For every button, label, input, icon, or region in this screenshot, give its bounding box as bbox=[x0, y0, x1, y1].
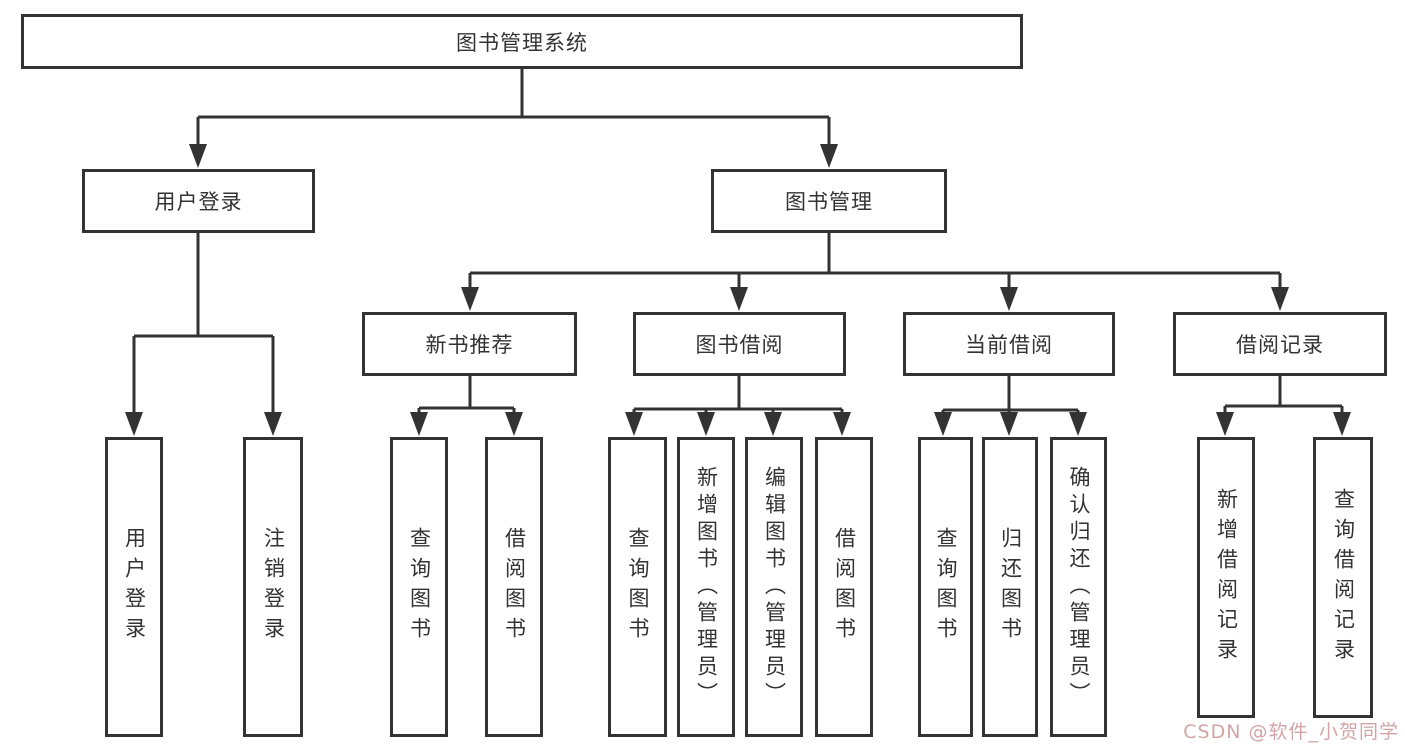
node-book-borrow: 图书借阅 bbox=[633, 312, 846, 376]
node-new-book-recommend: 新书推荐 bbox=[362, 312, 577, 376]
leaf-newbook-query: 查询图书 bbox=[390, 437, 448, 737]
node-book-management: 图书管理 bbox=[711, 169, 947, 233]
leaf-user-login: 用户登录 bbox=[105, 437, 163, 737]
node-root: 图书管理系统 bbox=[21, 14, 1023, 69]
leaf-bookborrow-edit-admin: 编辑图书（管理员） bbox=[745, 437, 803, 737]
leaf-bookborrow-query: 查询图书 bbox=[608, 437, 667, 737]
leaf-current-return: 归还图书 bbox=[982, 437, 1038, 737]
leaf-logout-login: 注销登录 bbox=[243, 437, 303, 737]
node-user-login: 用户登录 bbox=[82, 169, 315, 233]
node-current-borrow: 当前借阅 bbox=[903, 312, 1115, 376]
leaf-current-query: 查询图书 bbox=[918, 437, 973, 737]
csdn-watermark: CSDN @软件_小贺同学 bbox=[1183, 721, 1399, 743]
leaf-bookborrow-add-admin: 新增图书（管理员） bbox=[677, 437, 735, 737]
leaf-bookborrow-borrow: 借阅图书 bbox=[815, 437, 873, 737]
leaf-current-confirm-admin: 确认归还（管理员） bbox=[1050, 437, 1107, 737]
leaf-newbook-borrow: 借阅图书 bbox=[485, 437, 543, 737]
node-borrow-records: 借阅记录 bbox=[1173, 312, 1387, 376]
leaf-record-query: 查询借阅记录 bbox=[1313, 437, 1373, 718]
leaf-record-add: 新增借阅记录 bbox=[1197, 437, 1255, 718]
arrowheads bbox=[125, 144, 1351, 436]
